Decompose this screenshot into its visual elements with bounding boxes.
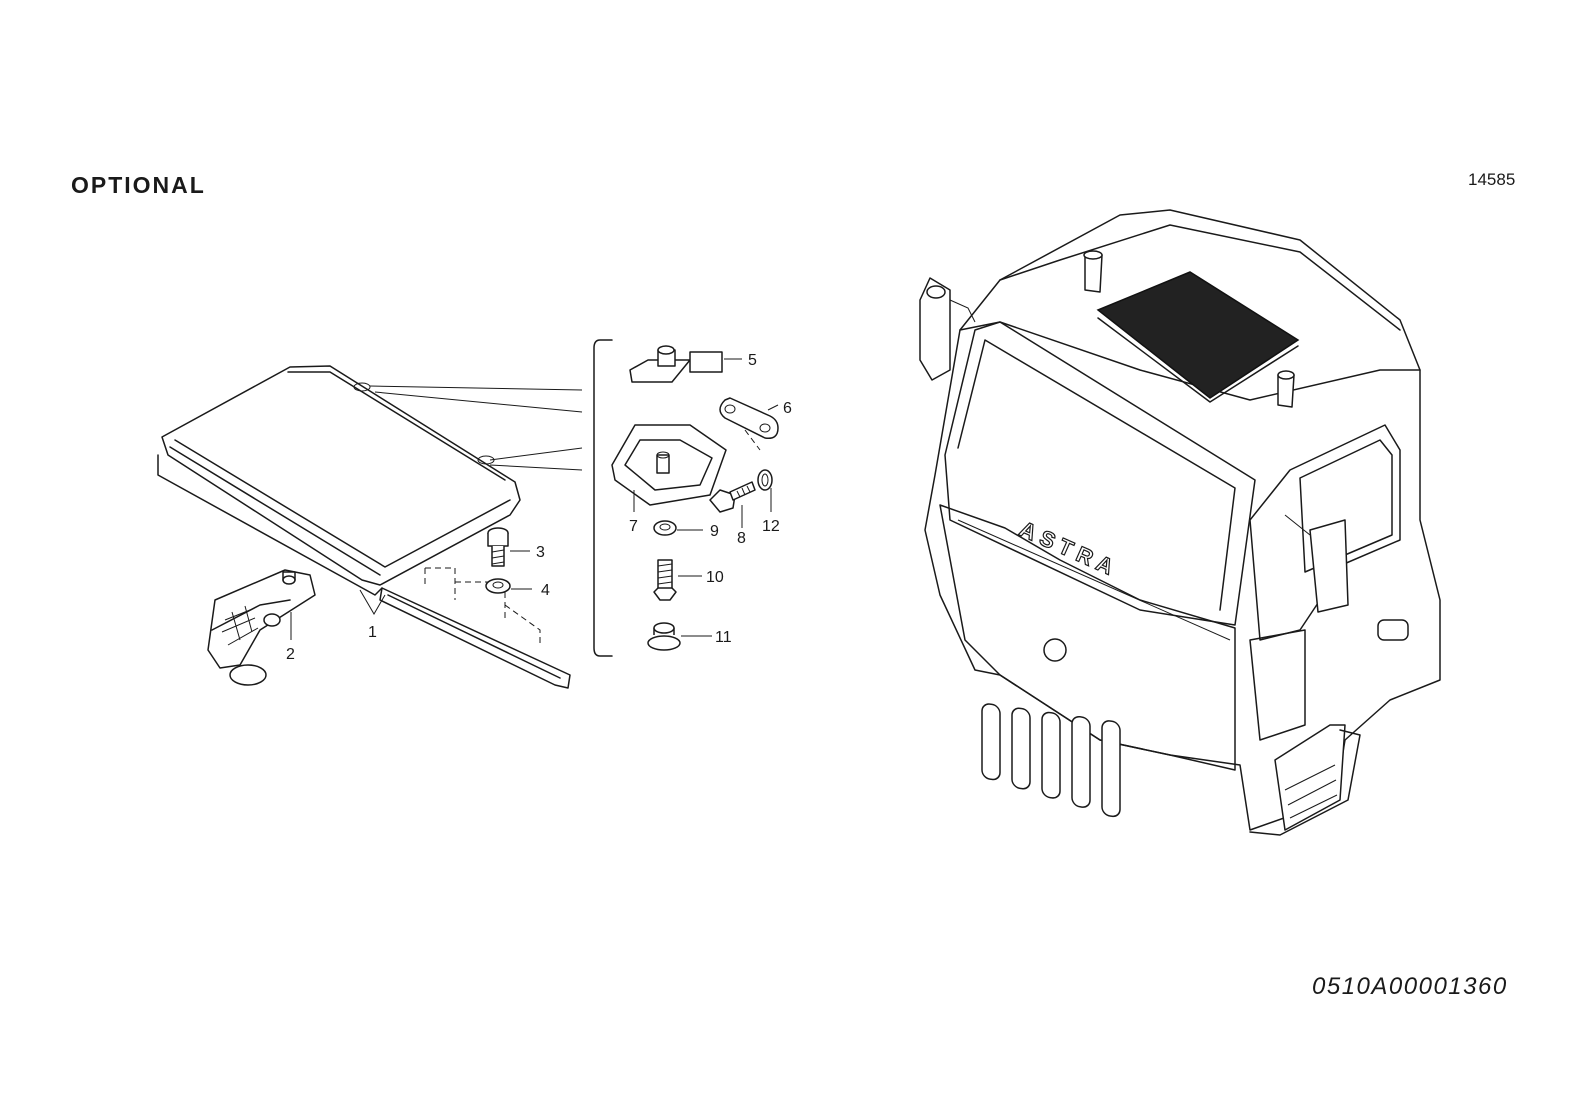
drawing-number: 14585 (1468, 170, 1516, 189)
washer-part-9 (653, 520, 677, 536)
callout-7: 7 (629, 518, 638, 535)
diagram-heading: OPTIONAL (71, 172, 206, 198)
callout-8: 8 (737, 530, 746, 547)
mounting-block-part-7 (611, 424, 727, 506)
clip-part-5 (629, 345, 723, 383)
catalog-code: 0510A00001360 (1312, 973, 1508, 1000)
callout-12: 12 (762, 518, 780, 535)
leader-6 (767, 404, 779, 411)
screw-part-10 (653, 559, 677, 601)
connection-lines (369, 385, 583, 471)
screw-part-3 (487, 527, 509, 567)
callout-2: 2 (286, 646, 295, 663)
exploded-group-bracket (593, 339, 613, 657)
callout-9: 9 (710, 523, 719, 540)
callout-11: 11 (715, 629, 732, 646)
hinge-bracket (207, 569, 316, 686)
link-plate-part-6 (719, 397, 779, 440)
washer-part-4 (485, 578, 511, 594)
bolt-part-8 (709, 481, 756, 513)
callout-10: 10 (706, 569, 724, 586)
callout-6: 6 (783, 400, 792, 417)
callout-1: 1 (368, 624, 377, 641)
leader-1 (359, 589, 386, 615)
callout-5: 5 (748, 352, 757, 369)
callout-4: 4 (541, 582, 550, 599)
spring-washer-part-12 (757, 469, 773, 491)
truck-cab-illustration: ASTRA (919, 209, 1441, 836)
callout-3: 3 (536, 544, 545, 561)
nut-part-11 (647, 622, 681, 651)
sun-visor-panel (157, 365, 521, 596)
visor-rail (379, 567, 571, 689)
